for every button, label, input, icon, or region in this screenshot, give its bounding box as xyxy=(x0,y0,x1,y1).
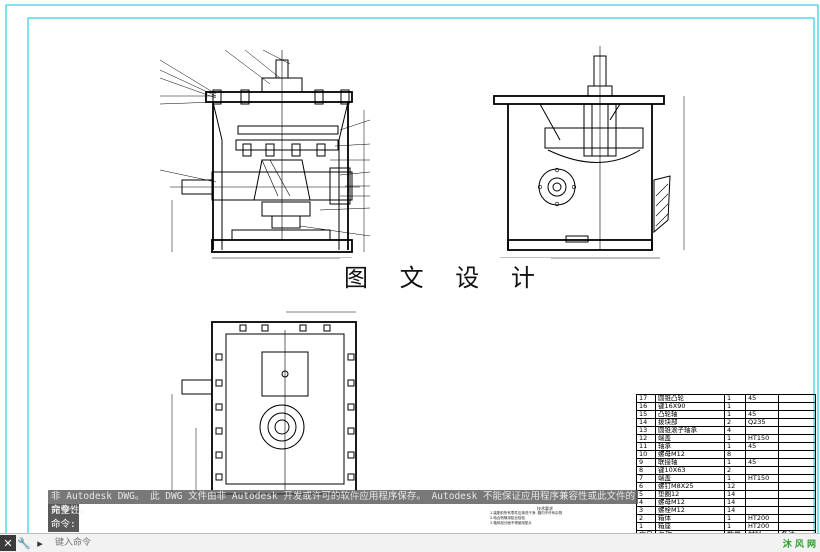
bom-cell-material: Q235 xyxy=(745,418,779,427)
bom-cell-remark xyxy=(778,402,816,411)
tech-requirements-line: 2.啮合侧隙用铅丝检验 xyxy=(490,516,525,520)
bom-cell-index: 1 xyxy=(636,522,656,531)
tech-requirements-line: 1.装配前所有零件应清洗干净, 箱内不许有杂物 xyxy=(490,511,563,515)
side-view xyxy=(493,46,685,259)
command-line-bar: ✕ 🔧 ▸ xyxy=(0,533,820,552)
bom-cell-remark xyxy=(778,442,816,451)
tech-requirements-line: 3.箱体剖分面不得使用垫片 xyxy=(490,521,532,525)
bom-cell-remark xyxy=(778,418,816,427)
bom-cell-remark xyxy=(778,434,816,443)
bom-cell-remark xyxy=(778,482,816,491)
bom-cell-remark xyxy=(778,458,816,467)
wrench-icon[interactable]: 🔧 xyxy=(17,536,31,550)
bom-cell-remark xyxy=(778,410,816,419)
drawing-title: 图 文 设 计 xyxy=(340,258,551,293)
watermark-text: 沐 风 网 xyxy=(782,540,816,550)
bom-cell-material xyxy=(745,490,779,499)
bom-cell-material xyxy=(745,498,779,507)
bom-cell-remark xyxy=(778,514,816,523)
close-icon[interactable]: ✕ xyxy=(0,535,16,551)
bom-cell-remark xyxy=(778,466,816,475)
command-history-prompt: 命令: xyxy=(48,504,79,518)
front-view xyxy=(159,49,371,259)
command-history-message: 非 Autodesk DWG。 此 DWG 文件由非 Autodesk 开发或许… xyxy=(48,490,638,516)
bom-cell-material: HT200 xyxy=(745,522,779,531)
bom-cell-material: 45 xyxy=(745,394,779,403)
bom-cell-qty: 1 xyxy=(724,522,746,531)
bom-cell-material xyxy=(745,482,779,491)
bom-cell-material: HT150 xyxy=(745,474,779,483)
tech-requirements: 技术要求 1.装配前所有零件应清洗干净, 箱内不许有杂物 2.啮合侧隙用铅丝检验… xyxy=(490,506,600,526)
tech-requirements-title: 技术要求 xyxy=(537,506,553,511)
bom-cell-material: 45 xyxy=(745,458,779,467)
bom-cell-material: 45 xyxy=(745,442,779,451)
bom-cell-remark xyxy=(778,522,816,531)
bom-cell-remark xyxy=(778,474,816,483)
bom-cell-remark xyxy=(778,450,816,459)
command-prompt-icon[interactable]: ▸ xyxy=(37,536,43,550)
bom-cell-remark xyxy=(778,426,816,435)
bom-cell-remark xyxy=(778,490,816,499)
bom-cell-remark xyxy=(778,506,816,515)
top-view xyxy=(171,311,357,495)
bom-cell-remark xyxy=(778,394,816,403)
bom-cell-name: 箱座 xyxy=(655,522,725,531)
command-history-prompt: 命令: xyxy=(48,518,79,532)
bom-cell-remark xyxy=(778,498,816,507)
command-history: 非 Autodesk DWG。 此 DWG 文件由非 Autodesk 开发或许… xyxy=(48,490,638,532)
command-input[interactable] xyxy=(52,536,198,550)
